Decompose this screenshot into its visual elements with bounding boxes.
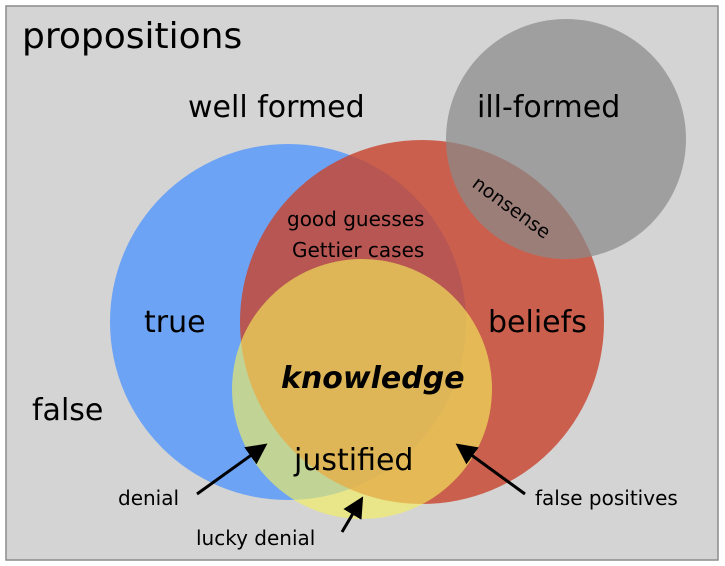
true-label: true	[144, 305, 206, 340]
justified-label: justified	[293, 443, 413, 478]
denial-arrow	[196, 443, 268, 496]
diagram-title: propositions	[22, 16, 242, 57]
knowledge-label: knowledge	[281, 361, 465, 396]
well-formed-label: well formed	[188, 90, 365, 125]
ill-formed-set-circle	[446, 19, 686, 259]
false-label: false	[32, 393, 103, 428]
gettier-cases-label: Gettier cases	[292, 238, 424, 262]
lucky-denial-arrow	[340, 496, 364, 533]
lucky-denial-label: lucky denial	[196, 526, 315, 550]
good-guesses-label: good guesses	[287, 207, 424, 231]
false-positives-arrow	[455, 443, 526, 496]
false-positives-label: false positives	[535, 486, 678, 510]
beliefs-label: beliefs	[488, 305, 587, 340]
justified-set-circle	[232, 259, 492, 519]
denial-label: denial	[118, 486, 179, 510]
ill-formed-label: ill-formed	[477, 90, 620, 125]
